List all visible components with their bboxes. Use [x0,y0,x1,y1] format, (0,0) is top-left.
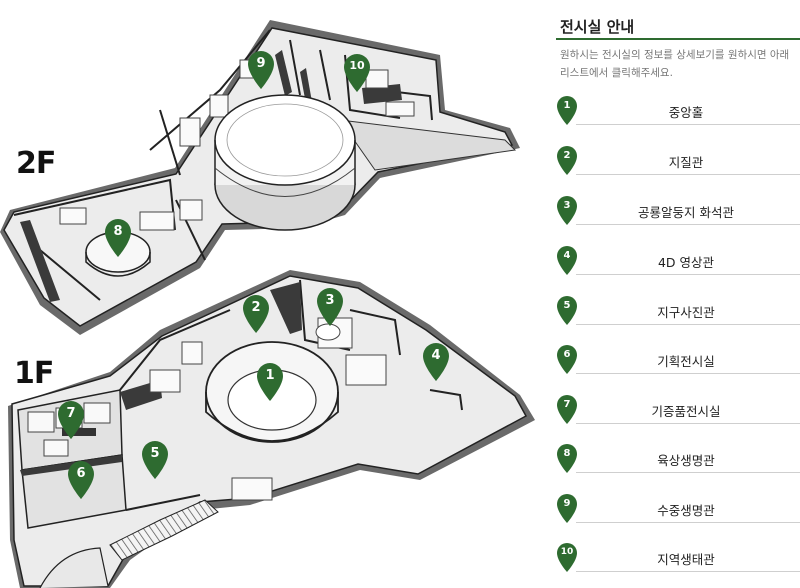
floor-map: 2F 1F 1 2 3 4 5 6 7 8 9 10 [0,20,535,588]
exhibition-guide-panel: 전시실 안내 원하시는 전시실의 정보를 상세보기를 원하시면 아래 리스트에서… [556,0,800,588]
map-pin-number: 10 [349,59,365,72]
guide-title-divider [556,38,800,40]
map-pin-1[interactable]: 1 [255,362,285,402]
item-divider [576,324,800,325]
map-pin-6[interactable]: 6 [66,460,96,500]
map-pin-number: 7 [66,406,76,421]
map-pin-number: 4 [431,348,441,363]
map-pin-number: 5 [150,446,160,461]
guide-item-label: 공룡알둥지 화석관 [638,205,734,220]
guide-item-9[interactable]: 9 수중생명관 [556,494,800,540]
map-pin-5[interactable]: 5 [140,440,170,480]
map-pin-3[interactable]: 3 [315,287,345,327]
guide-item-8[interactable]: 8 육상생명관 [556,444,800,490]
guide-item-4[interactable]: 4 4D 영상관 [556,246,800,292]
item-divider [576,373,800,374]
list-pin-icon: 2 [556,146,578,176]
map-pin-2[interactable]: 2 [241,294,271,334]
list-pin-number: 5 [563,300,571,311]
map-pin-icon [248,51,274,89]
list-pin-icon: 4 [556,246,578,276]
item-divider [576,274,800,275]
list-pin-number: 1 [563,100,571,111]
floor-label-2f: 2F [16,146,56,181]
map-pin-icon [105,219,131,257]
list-pin-number: 8 [563,448,571,459]
item-divider [576,472,800,473]
map-pin-number: 2 [251,300,261,315]
map-pin-9[interactable]: 9 [246,50,276,90]
map-pin-icon [257,363,283,401]
map-pin-icon [243,295,269,333]
list-pin-number: 4 [563,250,571,261]
guide-item-label: 중앙홀 [668,105,704,120]
map-pin-icon [317,288,343,326]
list-pin-number: 9 [563,498,571,509]
guide-item-7[interactable]: 7 기증품전시실 [556,395,800,441]
map-pin-8[interactable]: 8 [103,218,133,258]
map-pin-10[interactable]: 10 [342,53,372,93]
map-pin-number: 9 [256,56,266,71]
map-pin-icon [423,343,449,381]
map-pin-number: 6 [76,466,86,481]
list-pin-icon: 10 [556,543,578,573]
list-pin-icon: 1 [556,96,578,126]
map-pin-number: 1 [265,368,275,383]
item-divider [576,224,800,225]
map-pin-4[interactable]: 4 [421,342,451,382]
list-pin-icon: 7 [556,395,578,425]
guide-item-label: 기증품전시실 [651,404,721,419]
list-pin-number: 10 [560,547,574,557]
list-pin-number: 2 [563,150,571,161]
floor-2f-plan [0,20,520,335]
map-pin-number: 3 [325,293,335,308]
list-pin-icon: 9 [556,494,578,524]
map-pin-7[interactable]: 7 [56,400,86,440]
item-divider [576,174,800,175]
guide-item-label: 지질관 [668,155,704,170]
guide-item-2[interactable]: 2 지질관 [556,146,800,192]
item-divider [576,423,800,424]
floor-plan-drawing [0,20,535,588]
map-pin-icon [344,54,370,92]
list-pin-icon: 6 [556,345,578,375]
guide-item-3[interactable]: 3 공룡알둥지 화석관 [556,196,800,242]
guide-item-label: 지구사진관 [657,305,715,320]
map-pin-number: 8 [113,224,123,239]
guide-item-label: 수중생명관 [657,503,715,518]
list-pin-number: 3 [563,200,571,211]
guide-item-10[interactable]: 10 지역생태관 [556,543,800,588]
floor-1f-plan [8,270,535,588]
list-pin-number: 7 [563,399,571,410]
list-pin-icon: 8 [556,444,578,474]
guide-item-5[interactable]: 5 지구사진관 [556,296,800,342]
item-divider [576,522,800,523]
guide-item-label: 4D 영상관 [657,255,715,270]
guide-item-label: 지역생태관 [657,552,715,567]
list-pin-number: 6 [563,349,571,360]
item-divider [576,124,800,125]
list-pin-icon: 5 [556,296,578,326]
map-pin-icon [142,441,168,479]
map-pin-icon [58,401,84,439]
item-divider [576,571,800,572]
guide-title: 전시실 안내 [560,18,635,36]
guide-item-1[interactable]: 1 중앙홀 [556,96,800,142]
guide-item-label: 기획전시실 [657,354,715,369]
list-pin-icon: 3 [556,196,578,226]
floor-label-1f: 1F [14,356,54,391]
map-pin-icon [68,461,94,499]
guide-item-6[interactable]: 6 기획전시실 [556,345,800,391]
guide-item-label: 육상생명관 [657,453,715,468]
guide-description: 원하시는 전시실의 정보를 상세보기를 원하시면 아래 리스트에서 클릭해주세요… [560,49,790,79]
